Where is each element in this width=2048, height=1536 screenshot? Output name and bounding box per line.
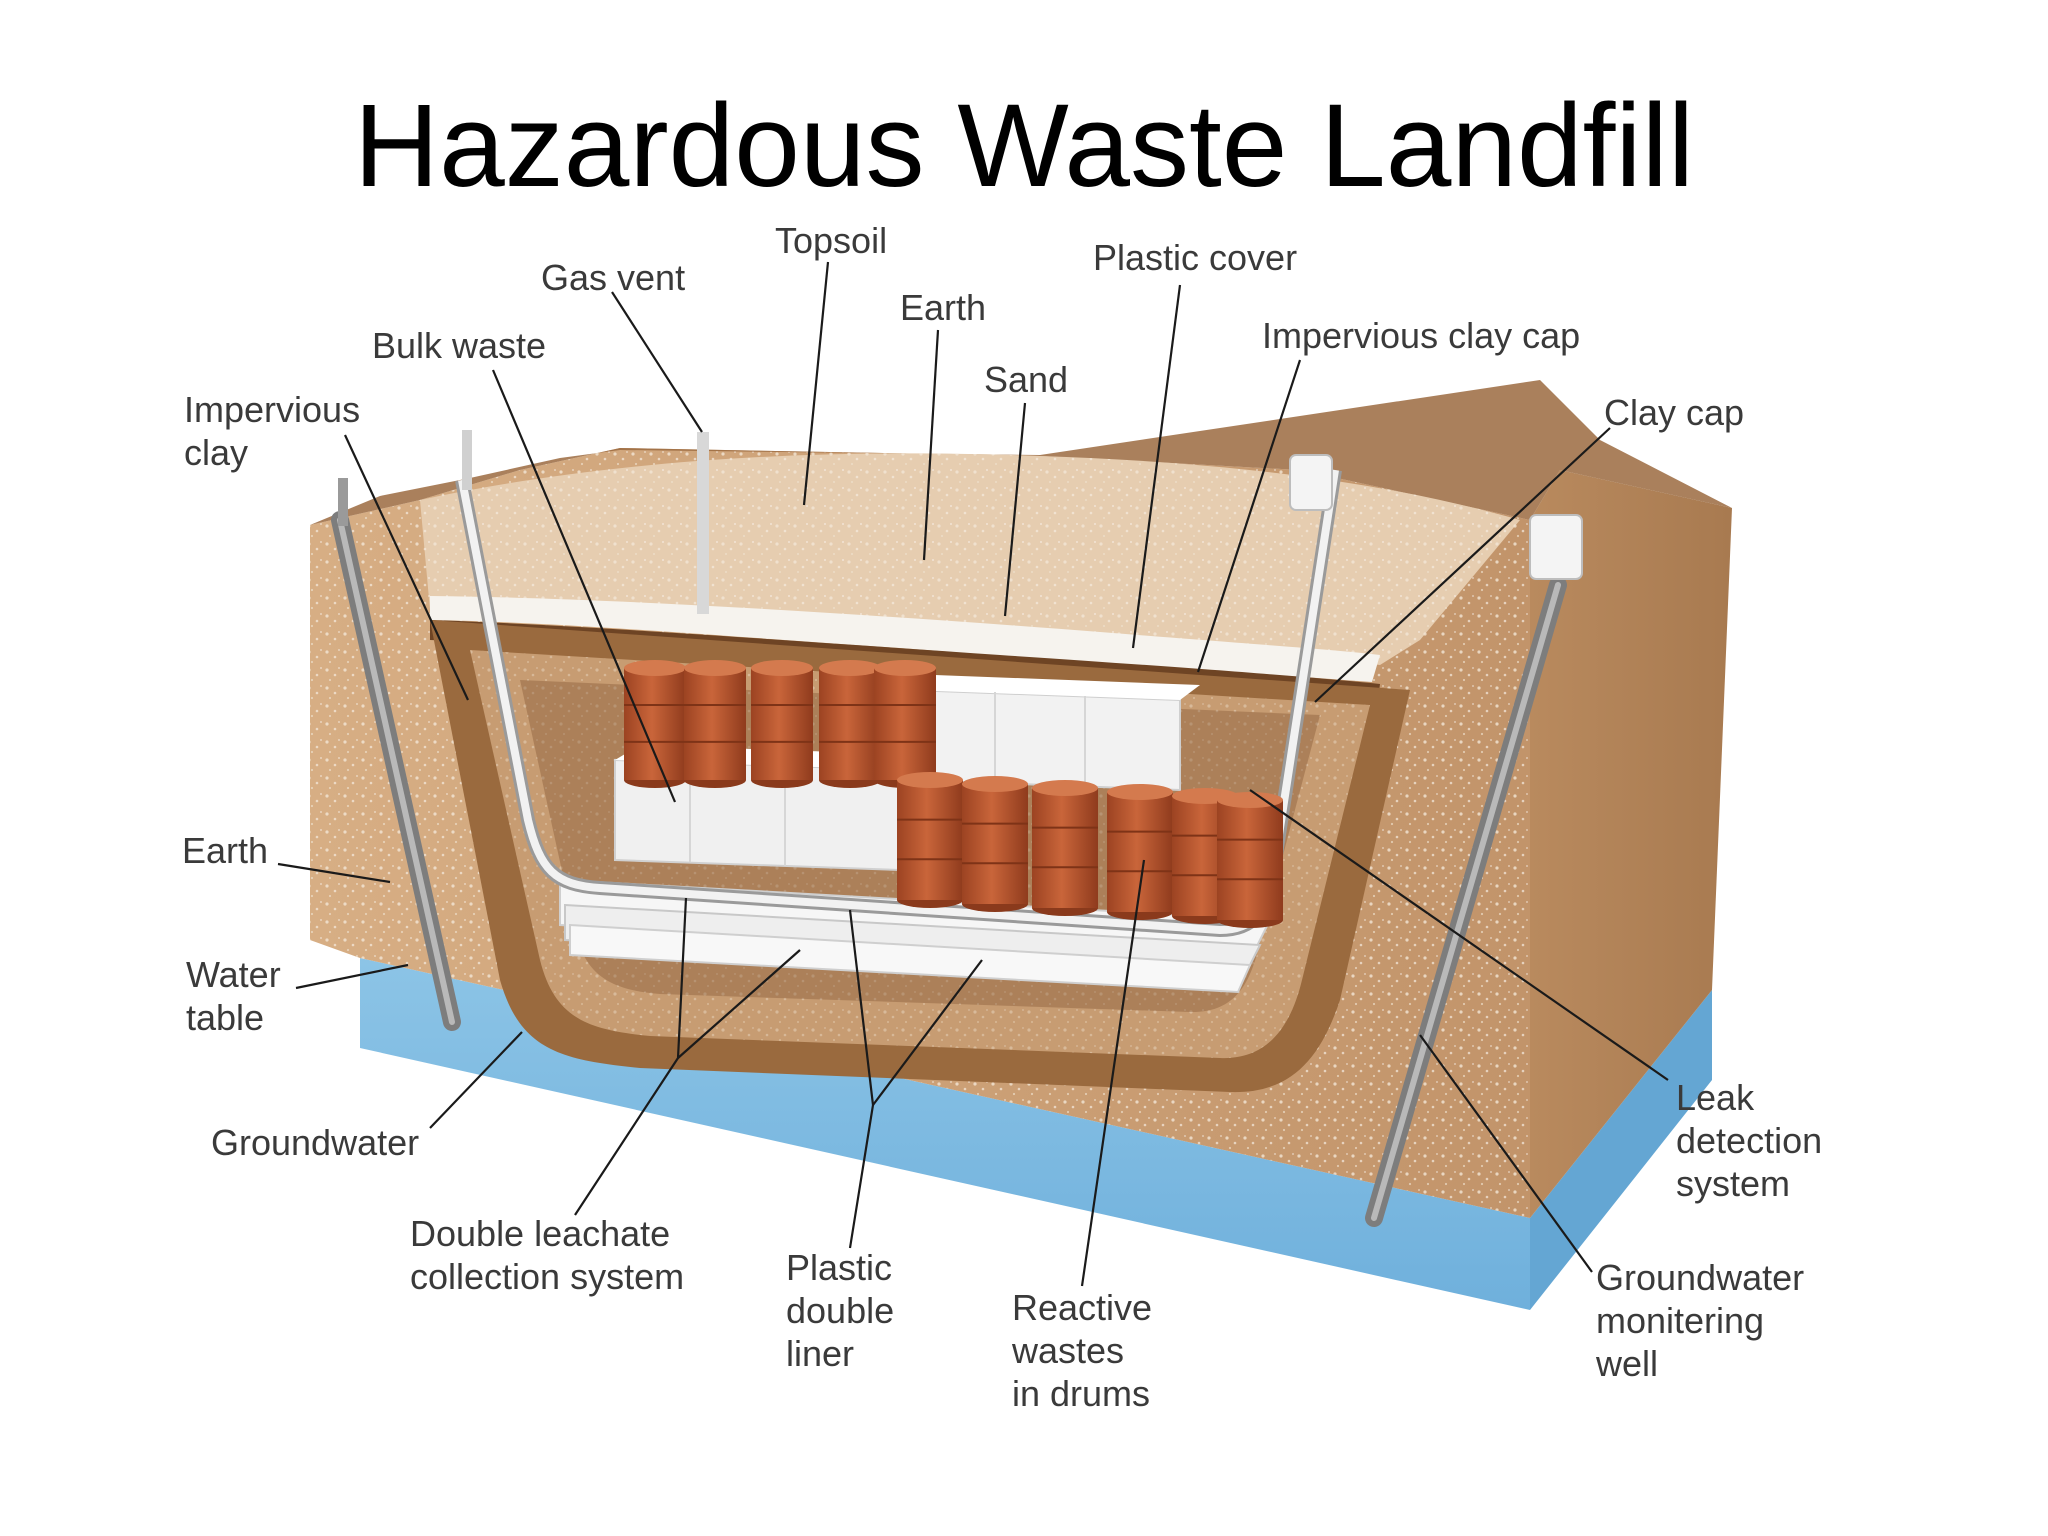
label-plastic-double-liner-2: double xyxy=(786,1290,894,1331)
drum-front-3 xyxy=(1107,784,1173,920)
leader-lines xyxy=(277,261,1669,1287)
drum-back-1 xyxy=(684,660,746,788)
label-sand: Sand xyxy=(984,359,1068,400)
label-clay-cap: Clay cap xyxy=(1604,392,1744,433)
label-double-leachate-2: collection system xyxy=(410,1256,684,1297)
label-reactive-wastes-1: Reactive xyxy=(1012,1287,1152,1328)
drum-back-2 xyxy=(751,660,813,788)
label-plastic-cover: Plastic cover xyxy=(1093,237,1297,278)
gas-vent-pipes xyxy=(462,430,709,614)
label-reactive-wastes-3: in drums xyxy=(1012,1373,1150,1414)
monitoring-well-right xyxy=(1365,514,1583,1227)
drum-front-1 xyxy=(962,776,1028,912)
monitoring-well-left xyxy=(331,478,461,1031)
label-reactive-wastes-2: wastes xyxy=(1011,1330,1124,1371)
label-impervious-clay-2: clay xyxy=(184,432,248,473)
label-groundwater-well-2: monitering xyxy=(1596,1300,1764,1341)
drum-front-0 xyxy=(897,772,963,908)
label-topsoil: Topsoil xyxy=(775,220,887,261)
label-leak-detection-3: system xyxy=(1676,1163,1790,1204)
reactive-waste-drums xyxy=(624,660,1283,928)
leak-detection-cap xyxy=(1289,454,1333,511)
label-gas-vent: Gas vent xyxy=(541,257,685,298)
label-leak-detection-1: Leak xyxy=(1676,1077,1755,1118)
page-title: Hazardous Waste Landfill xyxy=(353,80,1695,212)
drum-back-0 xyxy=(624,660,686,788)
label-impervious-clay-cap: Impervious clay cap xyxy=(1262,315,1580,356)
drum-front-2 xyxy=(1032,780,1098,916)
drum-front-5 xyxy=(1217,792,1283,928)
label-earth-top: Earth xyxy=(900,287,986,328)
label-earth-side: Earth xyxy=(182,830,268,871)
label-bulk-waste: Bulk waste xyxy=(372,325,546,366)
label-water-table-2: table xyxy=(186,997,264,1038)
drum-back-3 xyxy=(819,660,881,788)
label-leak-detection-2: detection xyxy=(1676,1120,1822,1161)
label-groundwater: Groundwater xyxy=(211,1122,419,1163)
label-impervious-clay-1: Impervious xyxy=(184,389,360,430)
label-plastic-double-liner-3: liner xyxy=(786,1333,854,1374)
label-water-table-1: Water xyxy=(186,954,281,995)
label-plastic-double-liner-1: Plastic xyxy=(786,1247,892,1288)
label-groundwater-well-1: Groundwater xyxy=(1596,1257,1804,1298)
label-double-leachate-1: Double leachate xyxy=(410,1213,670,1254)
labels: Topsoil Gas vent Earth Plastic cover Bul… xyxy=(182,220,1822,1414)
bulk-waste xyxy=(614,675,1200,872)
label-groundwater-well-3: well xyxy=(1595,1343,1658,1384)
drum-back-4 xyxy=(874,660,936,788)
